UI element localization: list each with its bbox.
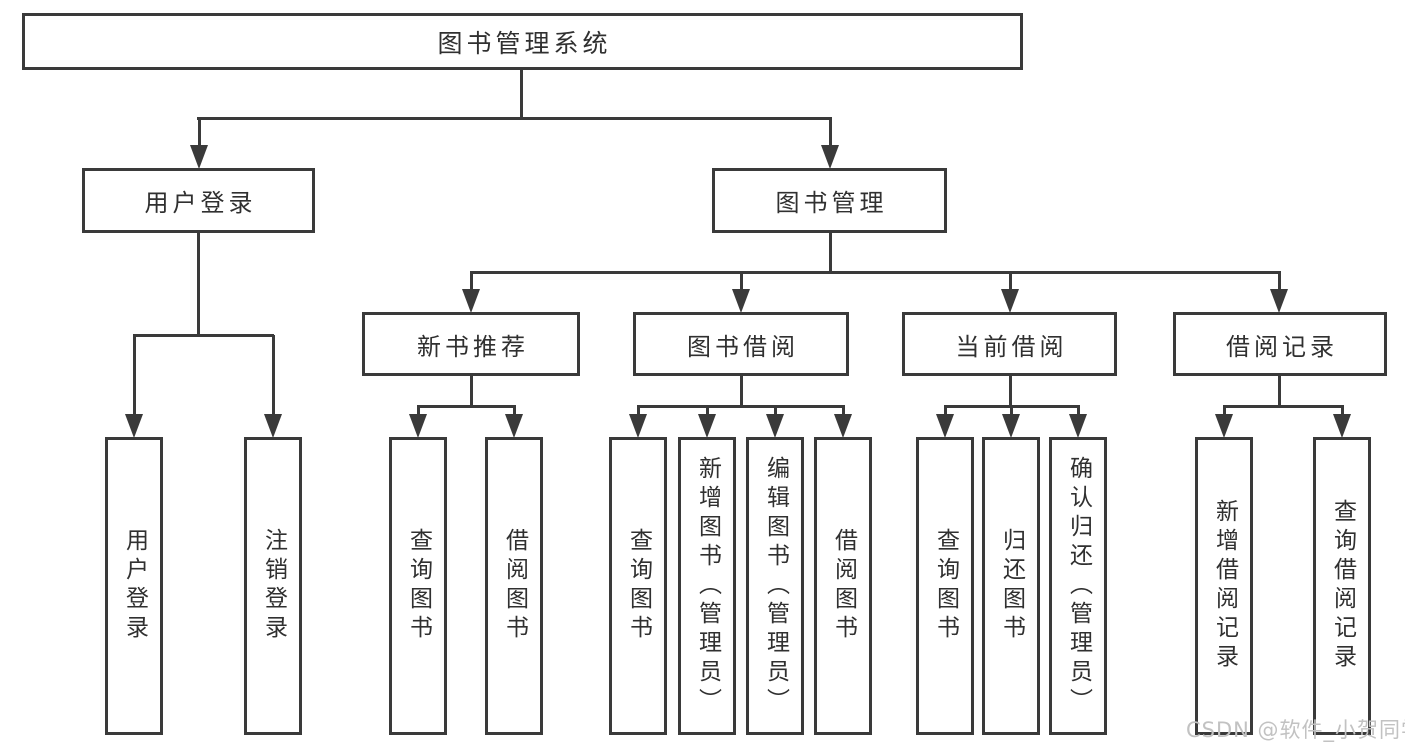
- node-borrow-records: 借阅记录: [1173, 312, 1387, 376]
- leaf-label: 归还图书: [998, 528, 1025, 644]
- node-user-login: 用户登录: [82, 168, 315, 233]
- connector: [470, 271, 1281, 274]
- node-label: 图书借阅: [687, 332, 799, 361]
- leaf-label: 确认归还（管理员）: [1065, 455, 1092, 717]
- arrow-down-icon: [936, 414, 954, 438]
- connector: [198, 118, 201, 148]
- leaf-query-books-current: 查询图书: [916, 437, 974, 735]
- arrow-down-icon: [834, 414, 852, 438]
- arrow-down-icon: [125, 414, 143, 438]
- connector: [417, 405, 516, 408]
- arrow-down-icon: [1069, 414, 1087, 438]
- arrow-down-icon: [190, 145, 208, 169]
- arrow-down-icon: [1215, 414, 1233, 438]
- arrow-down-icon: [698, 414, 716, 438]
- arrow-down-icon: [1001, 289, 1019, 313]
- connector: [740, 272, 743, 290]
- leaf-label: 借阅图书: [501, 528, 528, 644]
- arrow-down-icon: [505, 414, 523, 438]
- leaf-add-book-admin: 新增图书（管理员）: [678, 437, 736, 735]
- connector: [944, 406, 947, 416]
- arrow-down-icon: [462, 289, 480, 313]
- connector: [1278, 375, 1281, 407]
- connector: [197, 117, 832, 120]
- leaf-user-login: 用户登录: [105, 437, 163, 735]
- connector: [1077, 406, 1080, 416]
- connector: [842, 406, 845, 416]
- connector: [1223, 405, 1344, 408]
- arrow-down-icon: [1270, 289, 1288, 313]
- leaf-return-book: 归还图书: [982, 437, 1040, 735]
- leaf-query-borrow-record: 查询借阅记录: [1313, 437, 1371, 735]
- connector: [1009, 272, 1012, 290]
- leaf-query-books-borrow: 查询图书: [609, 437, 667, 735]
- connector: [829, 118, 832, 148]
- leaf-label: 查询图书: [405, 528, 432, 644]
- leaf-label: 查询借阅记录: [1329, 499, 1356, 673]
- leaf-confirm-return-admin: 确认归还（管理员）: [1049, 437, 1107, 735]
- node-book-borrow: 图书借阅: [633, 312, 849, 376]
- node-new-book-recommend: 新书推荐: [362, 312, 580, 376]
- connector: [520, 69, 523, 118]
- node-label: 用户登录: [144, 189, 257, 217]
- node-label: 借阅记录: [1226, 332, 1338, 361]
- leaf-label: 借阅图书: [830, 528, 857, 644]
- leaf-label: 新增图书（管理员）: [694, 455, 721, 717]
- node-label: 当前借阅: [955, 332, 1068, 361]
- arrow-down-icon: [409, 414, 427, 438]
- arrow-down-icon: [1002, 414, 1020, 438]
- connector: [133, 335, 136, 415]
- connector: [1009, 375, 1012, 407]
- leaf-logout: 注销登录: [244, 437, 302, 735]
- leaf-label: 注销登录: [260, 528, 287, 644]
- leaf-label: 查询图书: [625, 528, 652, 644]
- connector: [197, 232, 200, 336]
- node-label: 图书管理: [775, 189, 888, 217]
- connector: [1278, 272, 1281, 290]
- leaf-edit-book-admin: 编辑图书（管理员）: [746, 437, 804, 735]
- connector: [272, 335, 275, 415]
- node-label: 新书推荐: [417, 332, 529, 361]
- leaf-query-books-recommend: 查询图书: [389, 437, 447, 735]
- connector: [1341, 406, 1344, 416]
- connector: [1010, 406, 1013, 416]
- watermark-text: CSDN @软件_小贺同学: [1186, 718, 1405, 742]
- leaf-label: 编辑图书（管理员）: [762, 455, 789, 717]
- node-book-management: 图书管理: [712, 168, 947, 233]
- leaf-label: 查询图书: [932, 528, 959, 644]
- connector: [637, 405, 845, 408]
- leaf-borrow-books: 借阅图书: [814, 437, 872, 735]
- node-library-system: 图书管理系统: [22, 13, 1023, 70]
- arrow-down-icon: [821, 145, 839, 169]
- node-label: 图书管理系统: [437, 28, 612, 58]
- connector: [740, 375, 743, 407]
- leaf-add-borrow-record: 新增借阅记录: [1195, 437, 1253, 735]
- connector: [774, 406, 777, 416]
- connector: [1223, 406, 1226, 416]
- arrow-down-icon: [264, 414, 282, 438]
- node-current-borrow: 当前借阅: [902, 312, 1117, 376]
- connector: [417, 406, 420, 416]
- connector: [470, 272, 473, 290]
- connector: [513, 406, 516, 416]
- leaf-label: 用户登录: [121, 528, 148, 644]
- connector: [706, 406, 709, 416]
- arrow-down-icon: [732, 289, 750, 313]
- connector: [133, 334, 274, 337]
- leaf-borrow-books-recommend: 借阅图书: [485, 437, 543, 735]
- connector: [470, 375, 473, 407]
- connector: [637, 406, 640, 416]
- leaf-label: 新增借阅记录: [1211, 499, 1238, 673]
- arrow-down-icon: [1333, 414, 1351, 438]
- arrow-down-icon: [766, 414, 784, 438]
- arrow-down-icon: [629, 414, 647, 438]
- connector: [829, 232, 832, 273]
